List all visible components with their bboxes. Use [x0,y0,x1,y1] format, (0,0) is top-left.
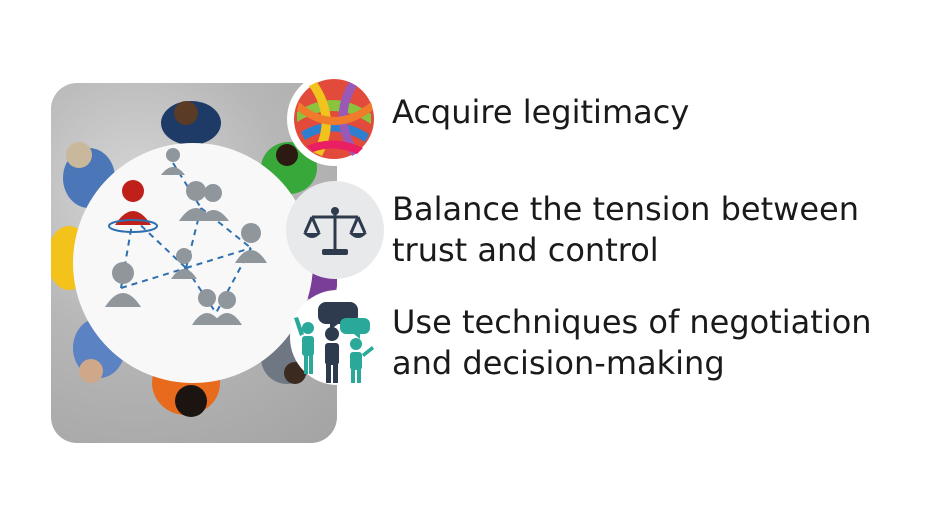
balance-scale-icon [286,181,384,279]
network-figures [105,148,267,325]
item-balance-tension: Balance the tension between trust and co… [392,190,859,269]
word-ball-icon [287,72,381,166]
table [73,143,313,383]
item-negotiation-techniques: Use techniques of negotiation and decisi… [392,303,872,382]
meeting-illustration [51,83,337,443]
people-talking-icon [290,290,385,385]
item-acquire-legitimacy: Acquire legitimacy [392,93,690,131]
